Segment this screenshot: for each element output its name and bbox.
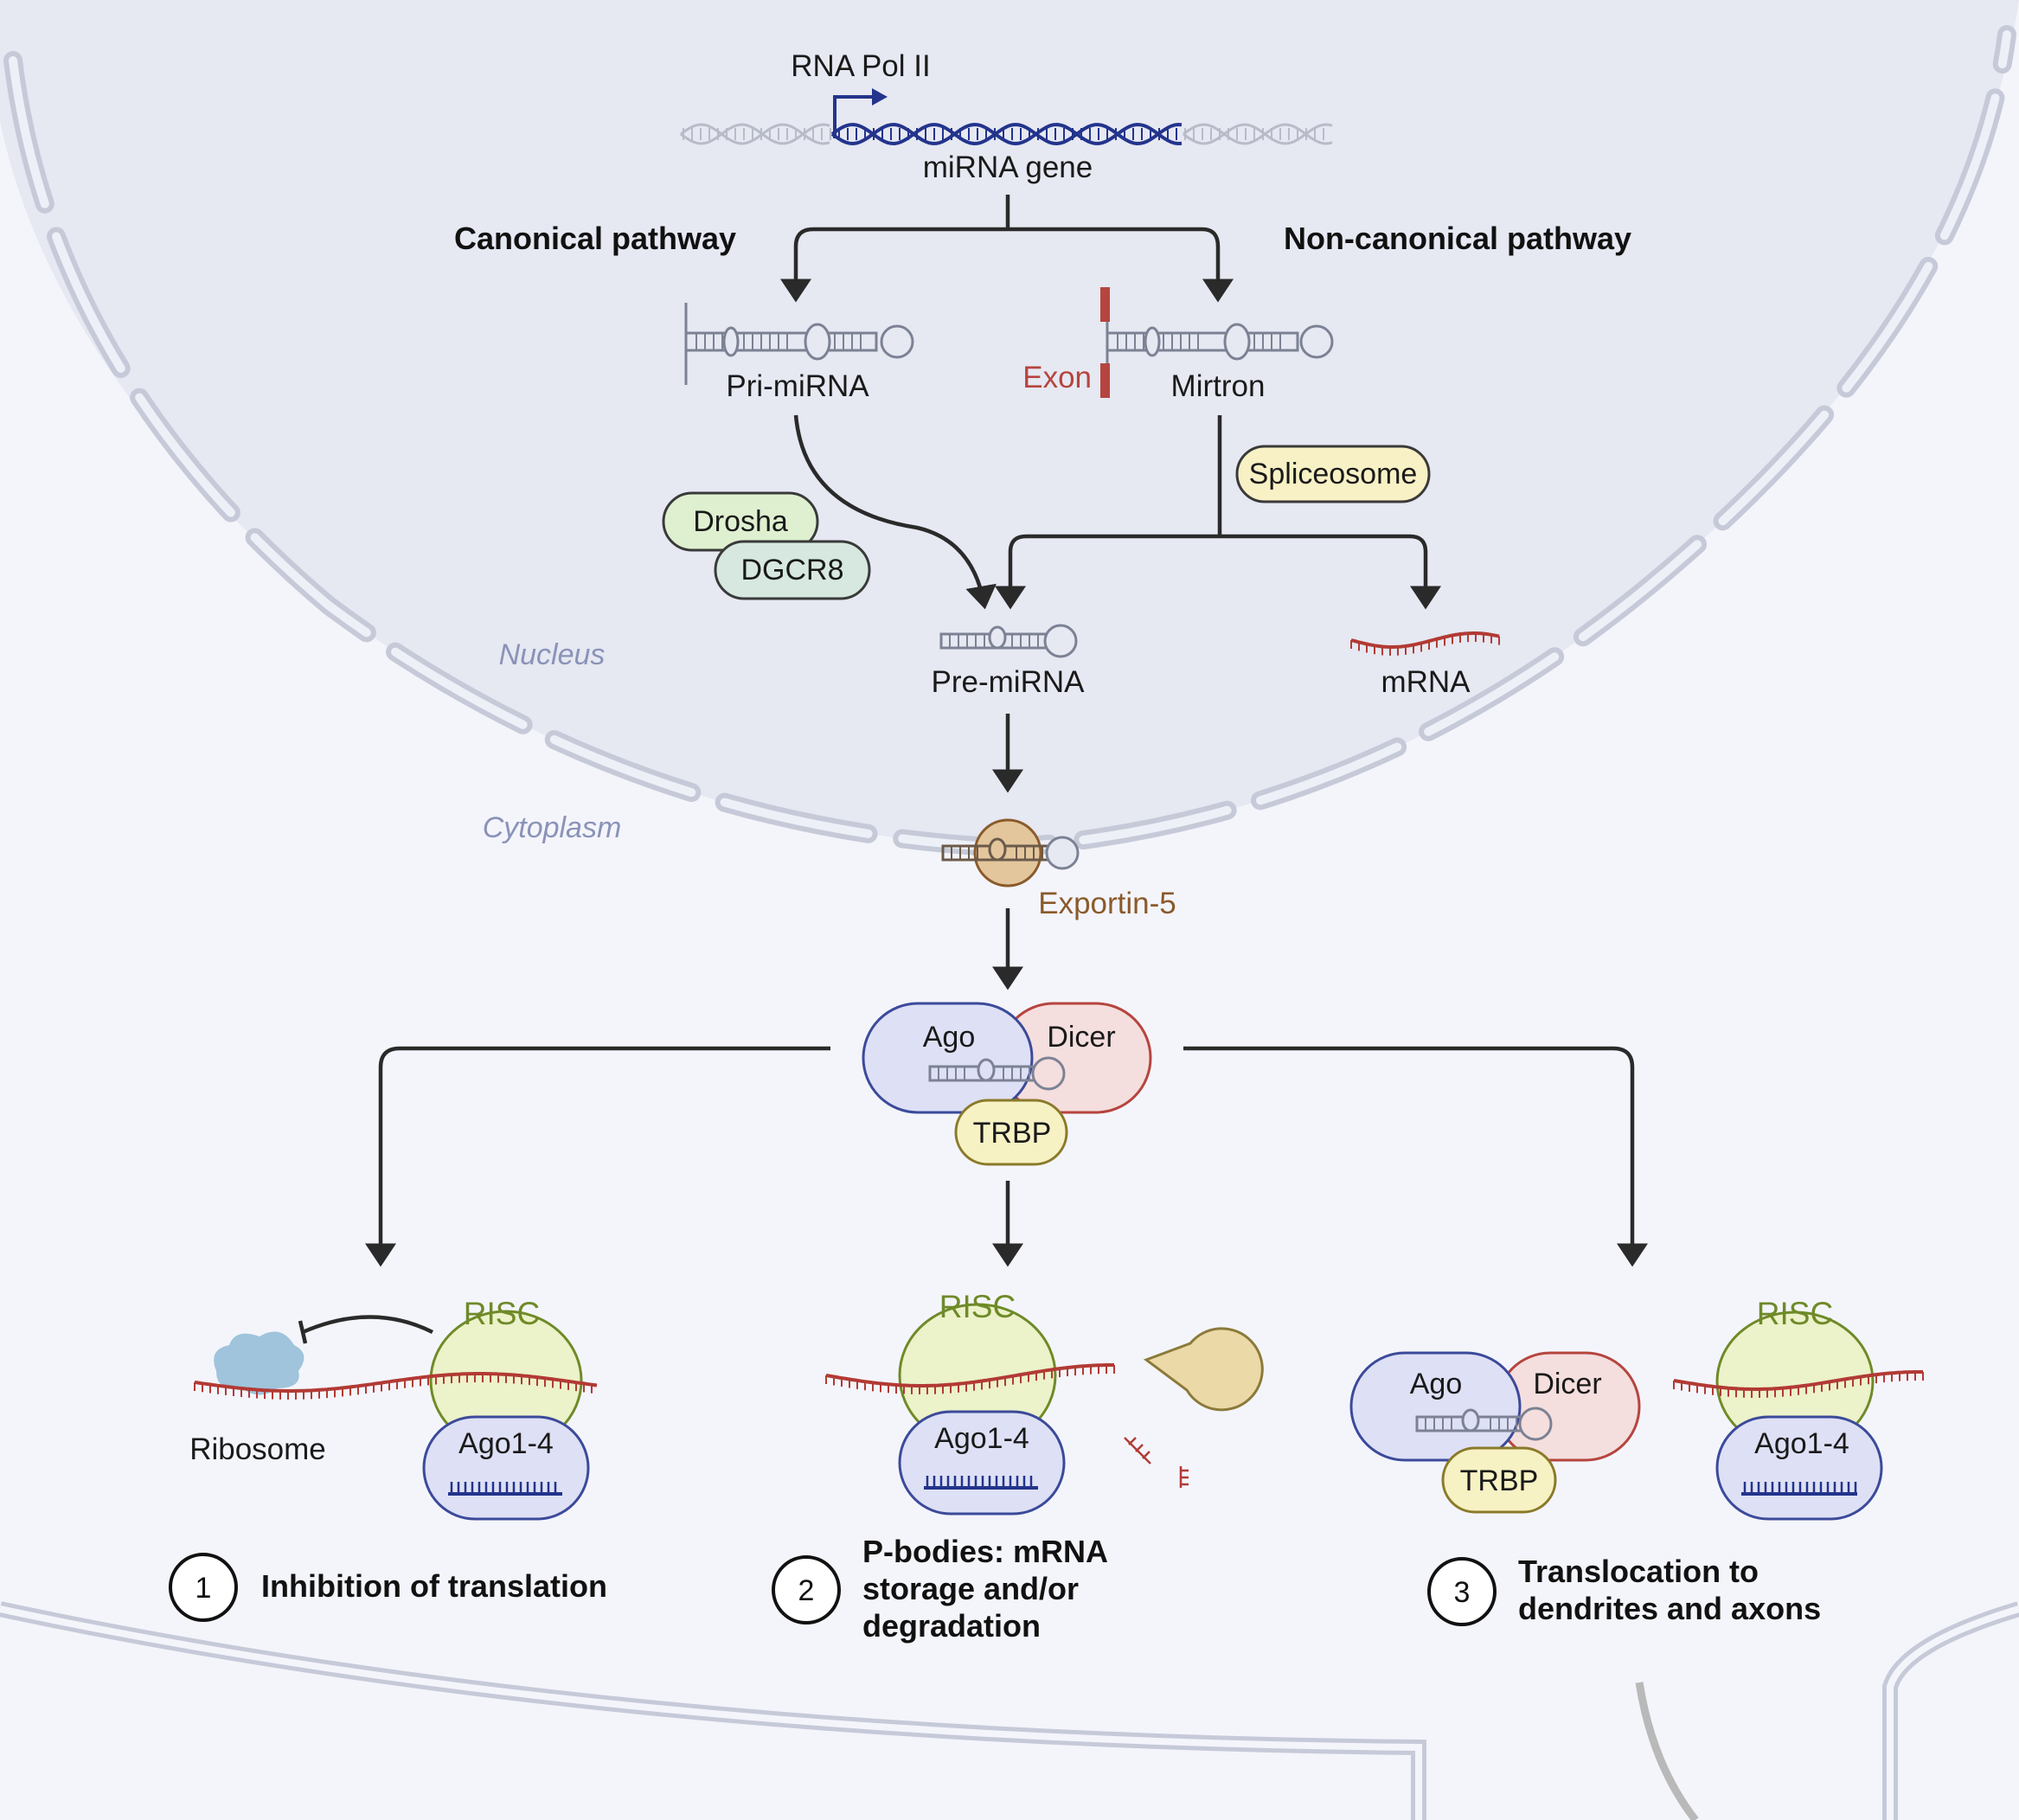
mrna-strand — [825, 1363, 1115, 1394]
mirtron-hairpin — [1100, 287, 1334, 398]
noncanonical-pathway-label: Non-canonical pathway — [1284, 221, 1631, 256]
mirtron-label: Mirtron — [1171, 369, 1266, 403]
ago-label: Ago — [923, 1021, 976, 1054]
ago-dicer-trbp-complex — [862, 1002, 1152, 1166]
outcome-number-badge — [1427, 1557, 1497, 1626]
outcome-3-illustration — [1349, 1311, 1924, 1521]
outcome-number: 1 — [195, 1572, 212, 1605]
outcome-text: P-bodies: mRNA — [862, 1534, 1108, 1569]
nucleus-region — [0, 0, 2019, 848]
axon-track — [1635, 1682, 1699, 1820]
guide-strand — [924, 1476, 1038, 1490]
outcome-text: dendrites and axons — [1518, 1591, 1821, 1626]
outcome-1-illustration — [194, 1310, 598, 1521]
ago14-label-2: Ago1-4 — [934, 1422, 1029, 1455]
spliceosome-label: Spliceosome — [1249, 458, 1418, 490]
dgcr8-label: DGCR8 — [740, 554, 843, 586]
ribosome-label: Ribosome — [189, 1432, 326, 1466]
outcome-2-illustration — [825, 1303, 1264, 1516]
risc-label-3: RISC — [1757, 1296, 1833, 1331]
trbp-label: TRBP — [973, 1117, 1052, 1150]
outcome-number: 3 — [1454, 1576, 1471, 1609]
splicing-to-mrna-arrow — [1220, 534, 1441, 610]
pri-mirna-hairpin — [684, 303, 914, 385]
ago14-label-3: Ago1-4 — [1754, 1427, 1849, 1460]
outcome-text: storage and/or — [862, 1571, 1079, 1606]
ago-label-3: Ago — [1410, 1368, 1463, 1400]
drosha-label: Drosha — [693, 505, 788, 538]
outcome-3-arrow — [1183, 1046, 1648, 1267]
outcome-text: degradation — [862, 1608, 1041, 1644]
cell-membrane-inner — [0, 1605, 1422, 1820]
mrna-strand — [1673, 1370, 1924, 1398]
outcome-2-caption: 2 P-bodies: mRNA storage and/or degradat… — [772, 1534, 1108, 1644]
risc-label-2: RISC — [939, 1289, 1016, 1324]
outcome-3-caption: 3 Translocation to dendrites and axons — [1427, 1554, 1821, 1626]
mrna-strand — [194, 1372, 598, 1400]
noncanonical-arrow — [1008, 227, 1234, 303]
outcome-1-arrow — [365, 1046, 830, 1267]
transcription-start-arrowhead — [872, 88, 888, 106]
guide-strand — [448, 1482, 562, 1496]
outcome-text: Translocation to — [1518, 1554, 1759, 1589]
dicer-label: Dicer — [1047, 1021, 1115, 1054]
outcome-number-badge — [772, 1555, 841, 1625]
outcome-1-caption: 1 Inhibition of translation — [169, 1553, 607, 1622]
mrna-label: mRNA — [1381, 665, 1471, 699]
splicing-to-pre-mirna-arrow — [995, 534, 1220, 610]
guide-strand — [1741, 1482, 1857, 1496]
exportin-5-label: Exportin-5 — [1038, 887, 1176, 920]
pri-mirna-label: Pri-miRNA — [726, 369, 869, 403]
spliceosome-pill — [1235, 445, 1431, 503]
transcription-start-arrow — [833, 95, 874, 138]
exon-label: Exon — [1022, 361, 1092, 394]
dicer-label-3: Dicer — [1533, 1368, 1601, 1400]
dgcr8-pill — [714, 540, 871, 600]
canonical-arrow — [780, 227, 1008, 303]
mirna-gene-label: miRNA gene — [923, 151, 1093, 184]
pre-mirna-hairpin — [939, 624, 1078, 658]
dna-double-helix — [680, 122, 1333, 146]
risc-label-1: RISC — [464, 1296, 540, 1331]
rna-pol-ii-label: RNA Pol II — [791, 49, 930, 83]
outcome-number-badge — [169, 1553, 238, 1622]
nucleus-label: Nucleus — [499, 638, 606, 671]
ago14-label-1: Ago1-4 — [458, 1427, 554, 1460]
canonical-pathway-label: Canonical pathway — [454, 221, 736, 256]
outcome-number: 2 — [798, 1574, 815, 1607]
cytoplasm-label: Cytoplasm — [483, 811, 622, 844]
pre-mirna-label: Pre-miRNA — [932, 665, 1086, 699]
trbp-label-3: TRBP — [1460, 1464, 1539, 1497]
outcome-text: Inhibition of translation — [261, 1568, 607, 1604]
exportin-5-complex — [941, 818, 1080, 888]
drosha-processing-arrow — [793, 414, 997, 610]
mrna-strand — [1350, 631, 1500, 656]
axon-membrane-inner — [1887, 1605, 2019, 1820]
